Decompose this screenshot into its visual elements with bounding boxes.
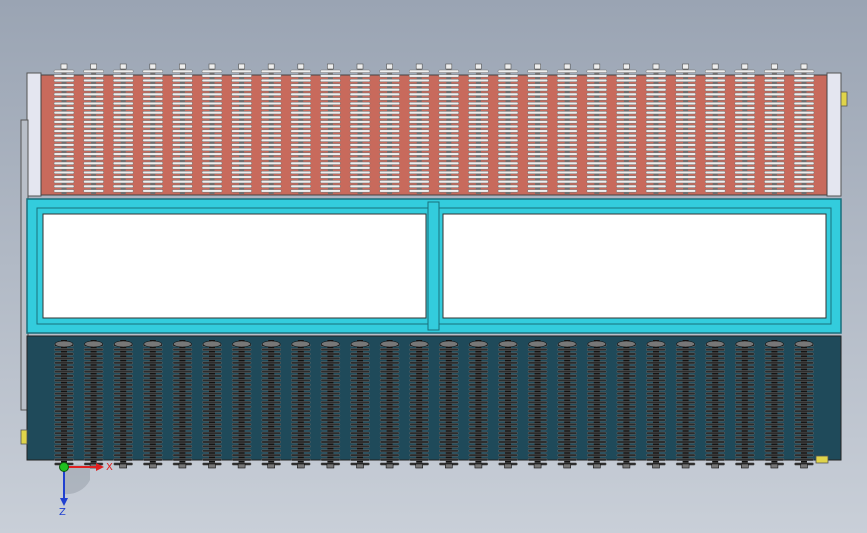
upper-fin-tube-section — [26, 63, 842, 197]
lower-fin-tube — [143, 340, 163, 469]
lower-fin-tube — [557, 340, 577, 469]
upper-tube-plate — [40, 74, 828, 196]
lower-fin-tube — [794, 340, 814, 469]
upper-fin-tube — [112, 63, 134, 194]
upper-fin-tube — [290, 63, 312, 194]
upper-fin-tube — [616, 63, 637, 194]
lower-fin-tube — [231, 340, 252, 469]
frame-center-mullion — [427, 201, 440, 331]
upper-fin-tube — [645, 63, 667, 194]
upper-fin-tube — [260, 63, 282, 194]
lower-fin-tube — [350, 340, 370, 469]
middle-frame — [26, 198, 842, 334]
lower-fin-tube — [261, 340, 281, 469]
lower-tube-array — [54, 340, 814, 469]
triad-z-label: Z — [59, 507, 66, 518]
lower-fin-tube — [468, 340, 489, 469]
lower-fin-tube — [202, 340, 222, 469]
lower-fin-tube — [54, 340, 74, 469]
lower-fin-tube — [616, 340, 637, 469]
lower-fin-tube-section — [26, 335, 842, 469]
lower-fin-tube — [320, 340, 341, 469]
upper-fin-tube — [497, 63, 519, 194]
triad-shadow — [64, 464, 90, 495]
coordinate-triad: X Z — [59, 462, 113, 518]
lower-fin-tube — [735, 340, 755, 469]
upper-fin-tube — [556, 63, 578, 194]
mounting-tab-right-top — [840, 91, 848, 107]
upper-fin-tube — [349, 63, 371, 194]
lower-fin-tube — [172, 340, 193, 469]
upper-fin-tube — [53, 63, 75, 194]
lower-fin-tube — [527, 340, 548, 469]
lower-fin-tube — [113, 340, 133, 469]
lower-fin-tube — [646, 340, 666, 469]
frame-panel-right — [442, 213, 827, 319]
lower-fin-tube — [379, 340, 400, 469]
triad-x-arrowhead — [96, 463, 104, 471]
upper-fin-tube — [320, 63, 341, 194]
lower-fin-tube — [439, 340, 459, 469]
lower-fin-tube — [587, 340, 607, 469]
upper-tube-array — [53, 63, 815, 194]
triad-origin — [59, 462, 69, 472]
upper-fin-tube — [468, 63, 489, 194]
upper-right-end-plate — [826, 72, 842, 197]
lower-fin-tube — [83, 340, 104, 469]
upper-fin-tube — [201, 63, 223, 194]
upper-fin-tube — [704, 63, 726, 194]
upper-fin-tube — [438, 63, 460, 194]
upper-fin-tube — [172, 63, 193, 194]
upper-fin-tube — [734, 63, 756, 194]
upper-fin-tube — [675, 63, 696, 194]
upper-left-end-plate — [26, 72, 42, 197]
upper-fin-tube — [142, 63, 164, 194]
frame-panel-left — [42, 213, 427, 319]
upper-fin-tube — [408, 63, 430, 194]
mounting-tab-right-bottom — [815, 455, 829, 464]
upper-fin-tube — [527, 63, 548, 194]
upper-fin-tube — [231, 63, 252, 194]
lower-fin-tube — [675, 340, 696, 469]
lower-fin-tube — [291, 340, 311, 469]
triad-x-label: X — [106, 462, 113, 473]
lower-fin-tube — [498, 340, 518, 469]
triad-z-arrowhead — [60, 498, 68, 506]
upper-fin-tube — [379, 63, 400, 194]
lower-tube-plate — [26, 335, 842, 461]
lower-fin-tube — [409, 340, 429, 469]
upper-fin-tube — [83, 63, 104, 194]
mounting-tab-left — [20, 429, 28, 445]
upper-fin-tube — [764, 63, 785, 194]
upper-fin-tube — [586, 63, 608, 194]
lower-fin-tube — [705, 340, 725, 469]
lower-fin-tube — [764, 340, 785, 469]
upper-fin-tube — [793, 63, 815, 194]
